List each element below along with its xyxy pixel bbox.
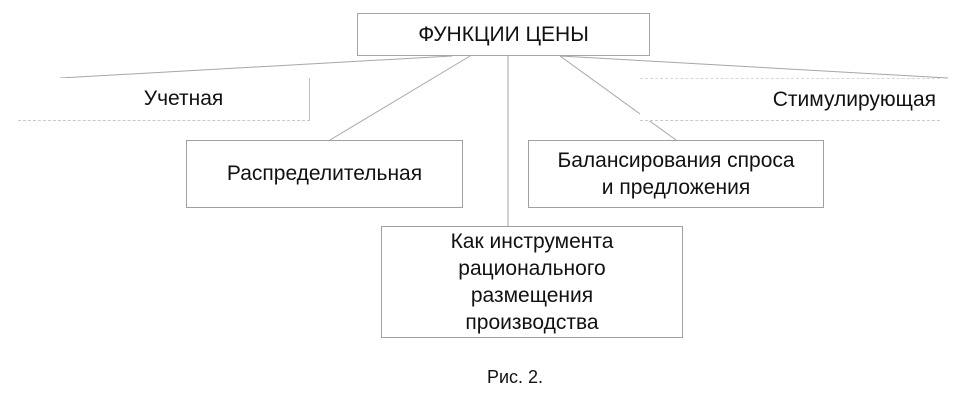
node-stimulating: Стимулирующая bbox=[640, 78, 940, 121]
root-node-price-functions: ФУНКЦИИ ЦЕНЫ bbox=[357, 13, 650, 56]
figure-caption: Рис. 2. bbox=[486, 367, 544, 387]
node-distributive: Распределительная bbox=[186, 140, 463, 208]
connector-accounting bbox=[59, 55, 453, 79]
node-rational-production-placement: Как инструмента рационального размещения… bbox=[381, 226, 683, 338]
connector-distributive bbox=[329, 55, 471, 141]
connector-stimulating bbox=[559, 55, 949, 79]
node-balancing-supply-demand: Балансирования спроса и предложения bbox=[528, 140, 824, 208]
node-accounting: Учетная bbox=[18, 78, 310, 121]
connector-balancing bbox=[559, 55, 677, 141]
